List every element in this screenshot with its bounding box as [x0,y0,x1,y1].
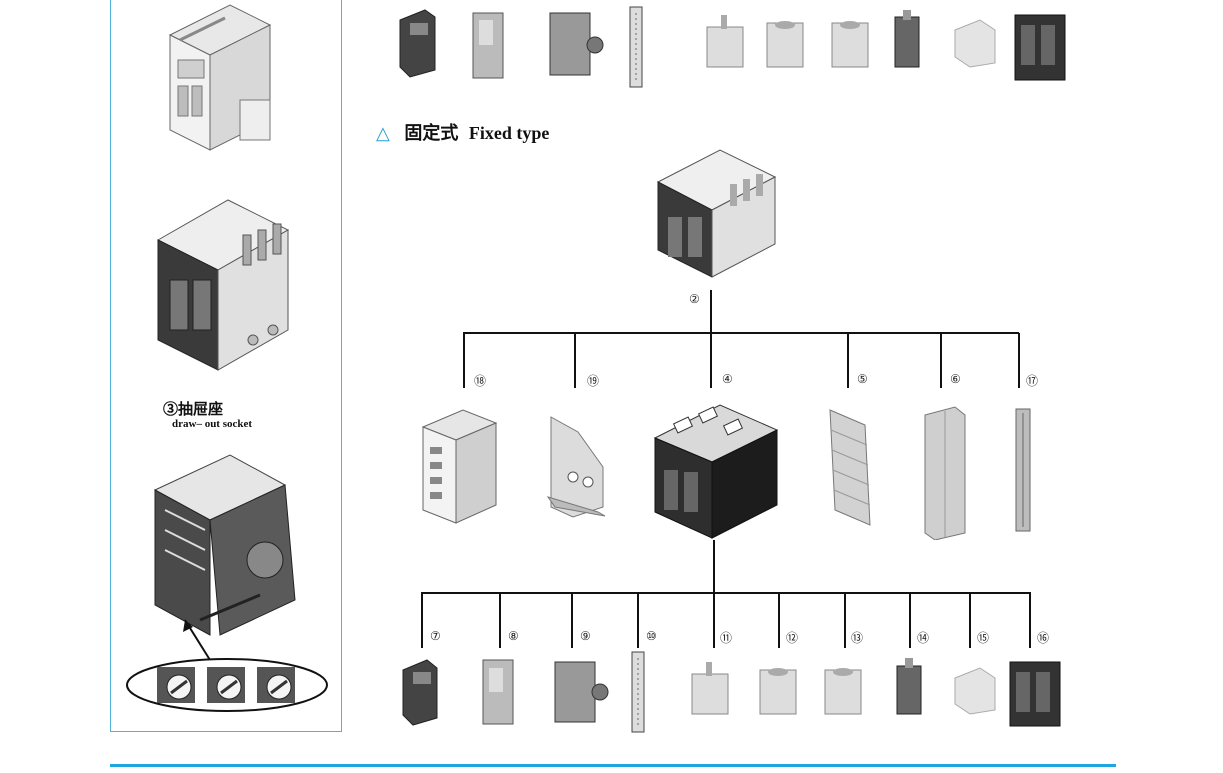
heading-cn: 固定式 [404,123,459,143]
heading-en: Fixed type [468,123,550,143]
interlock-icon [894,10,920,68]
terminal-cover-image [421,409,498,524]
bottom-label-10: ⑩ [646,629,657,643]
middle-label-19: ⑲ [587,374,600,388]
middle-label-18: ⑱ [474,374,487,388]
motor-operator-icon [402,659,438,726]
socket-label-en: draw– out socket [172,418,253,430]
side-panel [110,0,342,732]
middle-label-4: ④ [722,372,733,386]
socket-label-cn: ③抽屉座 [163,402,224,418]
breaker-body-icon [1009,661,1061,727]
bottom-label-11: ⑪ [720,631,733,645]
fixed-breaker-image [656,149,777,278]
middle-label-6: ⑥ [950,372,961,386]
drawout-breaker-dark-image [156,199,290,371]
aux-contact-icon [954,19,996,68]
middle-label-17: ⑰ [1026,374,1039,388]
mechanism-icon [554,661,609,723]
selector-switch-callout [126,619,328,712]
bottom-label-8: ⑧ [508,629,519,643]
terminal-strip-icon [629,6,643,88]
shunt-coil-icon [831,21,869,68]
bottom-label-13: ⑬ [851,631,864,645]
mechanism-icon [549,12,604,76]
bottom-accessory-row [402,651,1061,733]
interlock-icon [896,658,922,715]
top-accessory-row [399,6,1066,88]
bottom-label-7: ⑦ [430,629,441,643]
rail-image [1015,408,1031,532]
bottom-label-12: ⑫ [786,631,799,645]
bottom-label-9: ⑨ [580,629,591,643]
bottom-label-14: ⑭ [917,631,930,645]
section-heading: △ 固定式 Fixed type [376,119,549,145]
terminal-strip-icon [631,651,645,733]
aux-contact-icon [954,667,996,715]
phase-barrier-image [829,409,871,526]
mounting-plate-image [546,416,606,518]
bottom-label-15: ⑮ [977,631,990,645]
closing-coil-icon [759,668,797,715]
shunt-coil-icon [824,668,862,715]
drawout-socket-image [153,454,296,636]
undervoltage-icon [691,662,729,715]
breaker-body-icon [1014,14,1066,81]
shunt-release-icon [482,659,514,725]
drawout-breaker-light-image [168,4,272,151]
selector-switch-icon [157,667,195,703]
closing-coil-icon [766,21,804,68]
root-label: ② [689,292,700,306]
triangle-icon: △ [376,123,390,143]
side-plate-image [924,406,966,540]
motor-operator-icon [399,9,436,78]
middle-label-5: ⑤ [857,372,868,386]
shunt-release-icon [472,12,504,79]
breaker-main-image [653,404,779,539]
footer-divider [110,764,1116,767]
bottom-label-16: ⑯ [1037,631,1050,645]
undervoltage-icon [706,15,744,68]
